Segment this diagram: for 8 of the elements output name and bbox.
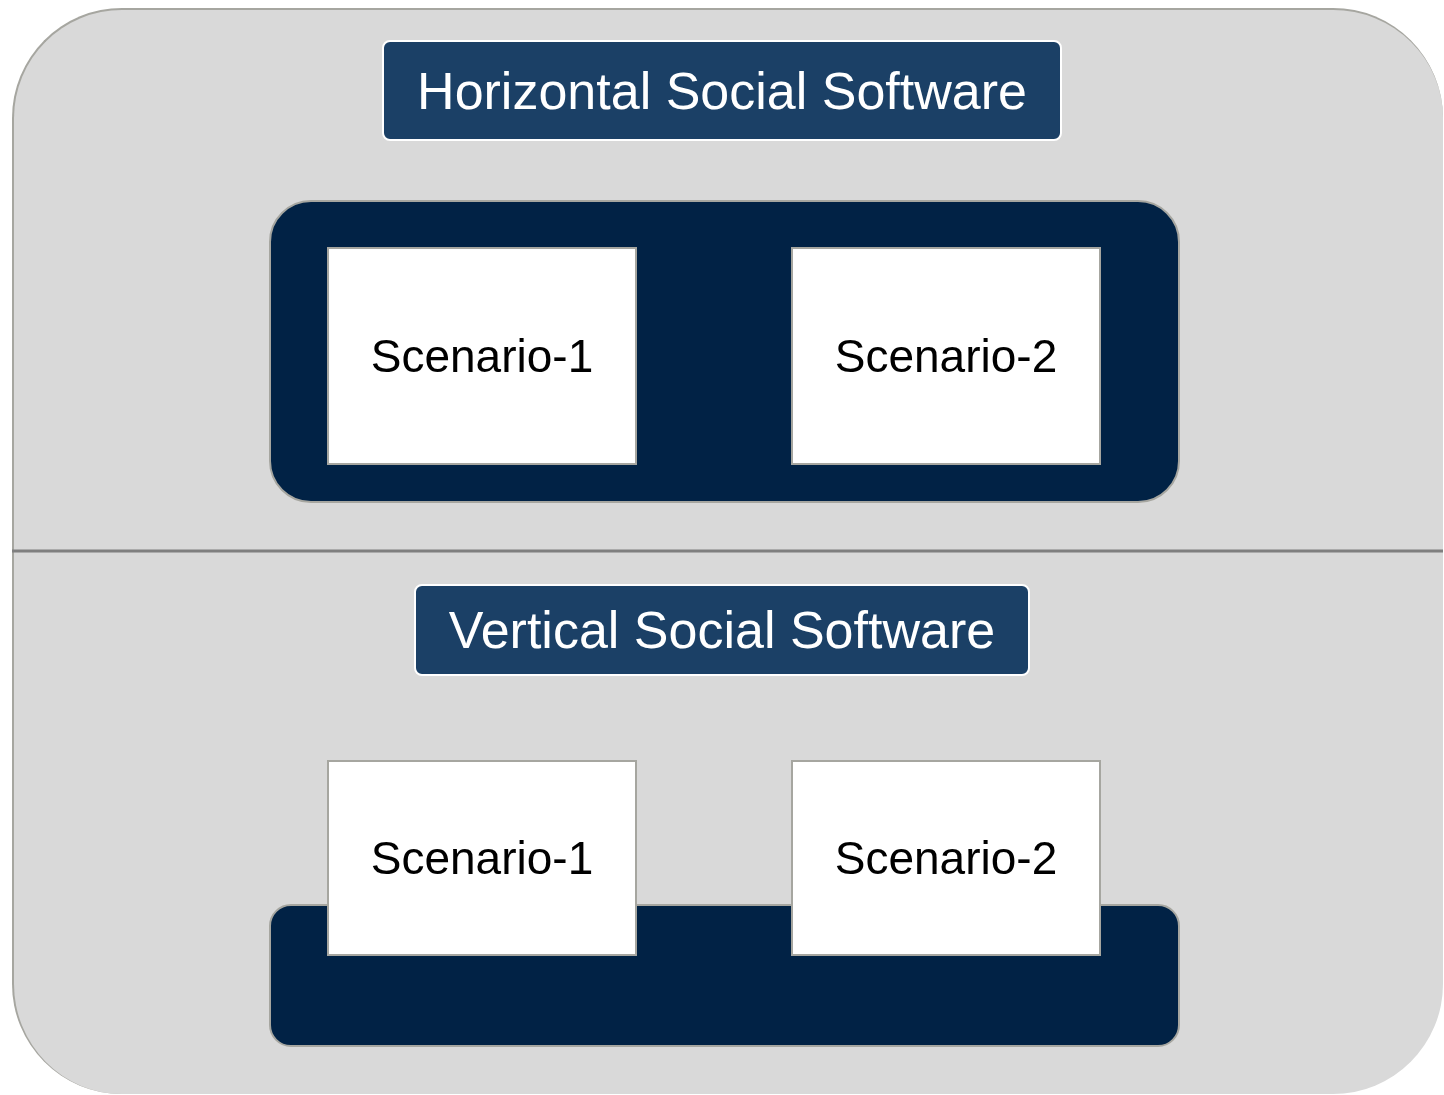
heading-box: Horizontal Social Software	[382, 40, 1062, 141]
scenario-box: Scenario-2	[791, 760, 1101, 956]
heading-box: Vertical Social Software	[414, 584, 1030, 676]
scenario-box: Scenario-1	[327, 760, 637, 956]
scenario-box: Scenario-1	[327, 247, 637, 465]
group-box	[269, 200, 1180, 503]
panel-background	[12, 8, 1443, 1094]
scenario-box: Scenario-2	[791, 247, 1101, 465]
